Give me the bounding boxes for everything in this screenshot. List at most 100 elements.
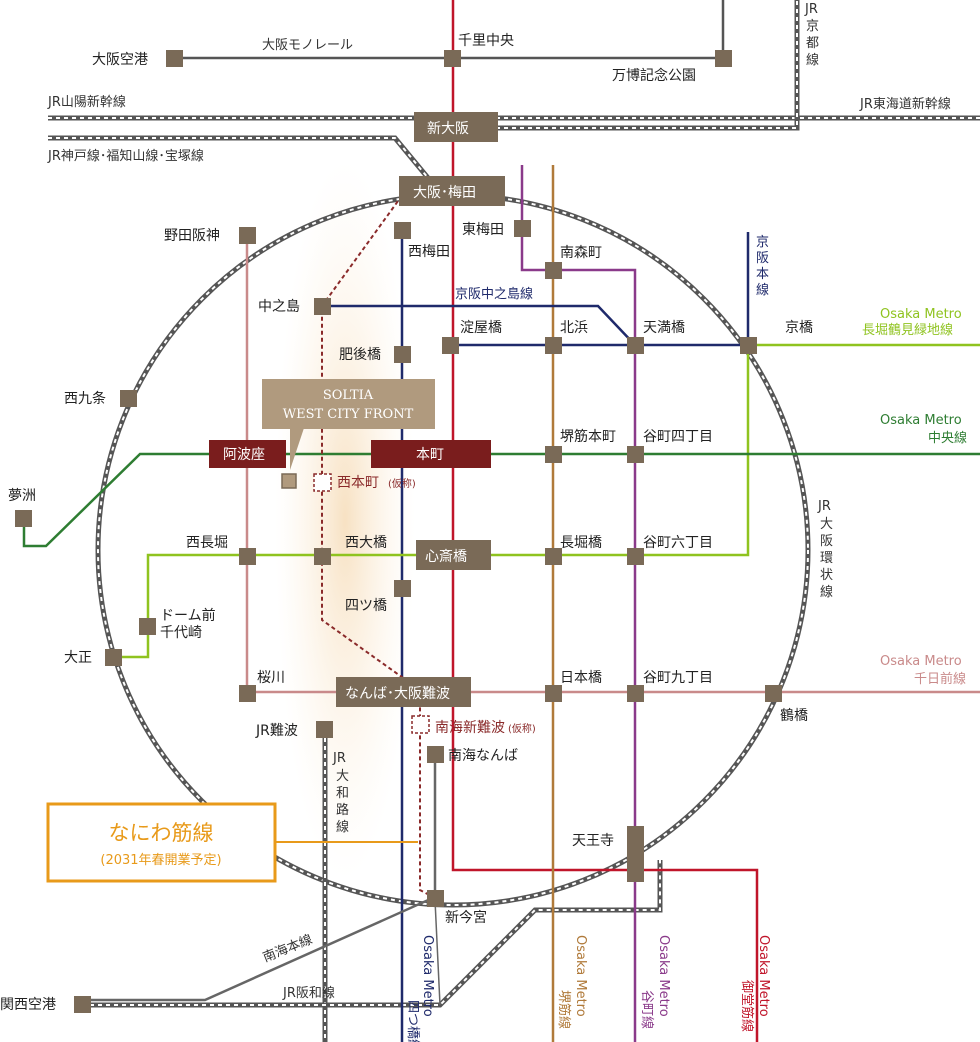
station-marker-yodoyabashi (442, 337, 459, 354)
station-marker-kitahama (545, 337, 562, 354)
label-nankai-main: 南海本線 (261, 931, 315, 965)
station-marker-yumeshima (15, 510, 32, 527)
station-marker-tsuruhashi (765, 685, 782, 702)
label-tanimachi-4: 谷町四丁目 (643, 429, 713, 445)
label-dome-mae: ドーム前 (160, 607, 216, 624)
station-box-awaza (209, 440, 286, 468)
station-markers (15, 50, 782, 1013)
label-nagahori-name: 長堀鶴見緑地線 (862, 322, 953, 338)
svg-text:御堂筋線: 御堂筋線 (739, 980, 755, 1032)
label-honmachi: 本町 (416, 447, 444, 463)
label-nankai-shin-namba-note: (仮称) (508, 722, 536, 735)
station-box-shin-osaka (414, 112, 498, 142)
label-nankai-namba: 南海なんば (448, 748, 518, 764)
label-sennichimae-name: 千日前線 (914, 671, 966, 687)
label-nagahori-company: Osaka Metro (880, 307, 962, 322)
station-marker-osaka-airport (166, 50, 183, 67)
label-minami-morimachi: 南森町 (560, 245, 602, 261)
label-chuo-company: Osaka Metro (880, 413, 962, 428)
label-nishi-honmachi: 西本町 (337, 475, 379, 491)
tanimachi-line (520, 165, 637, 1042)
label-keihan-main-4: 線 (756, 282, 769, 298)
label-higobashi: 肥後橋 (339, 347, 381, 363)
label-kitahama: 北浜 (560, 320, 588, 336)
metro-lines (22, 0, 980, 1042)
label-sakaisuji-honmachi: 堺筋本町 (560, 428, 616, 445)
station-marker-kyobashi (740, 337, 757, 354)
label-jr-loop-4: 環 (820, 551, 833, 566)
station-marker-senri-chuo (444, 50, 461, 67)
station-marker-nishi-honmachi (313, 473, 332, 492)
label-dome-chiyozaki: 千代崎 (160, 625, 202, 641)
station-marker-higobashi (394, 346, 411, 363)
station-marker-kansai-airport (74, 996, 91, 1013)
label-taisho: 大正 (64, 650, 92, 666)
label-jr-sanyo-shinkansen: JR山陽新幹線 (47, 94, 126, 110)
label-yodoyabashi: 淀屋橋 (460, 320, 502, 336)
label-sakaisuji-line: Osaka Metro 堺筋線 (556, 935, 588, 1029)
label-kyobashi: 京橋 (785, 320, 813, 336)
label-nagahoribashi: 長堀橋 (560, 535, 602, 551)
naniwa-callout: なにわ筋線 (2031年春開業予定) (46, 802, 277, 883)
nagahori-line (113, 343, 980, 659)
label-jr-kyoto-3: 都 (806, 36, 819, 51)
label-jr-kyoto-2: 京 (806, 19, 819, 34)
label-jr-loop-6: 線 (820, 584, 833, 600)
station-marker-tenmabashi (627, 337, 644, 354)
label-tennoji: 天王寺 (572, 833, 614, 849)
label-monorail: 大阪モノレール (262, 38, 353, 53)
label-noda-hanshin: 野田阪神 (164, 228, 220, 244)
label-nipponbashi: 日本橋 (560, 670, 602, 686)
station-marker-nishi-umeda (394, 222, 411, 239)
label-jr-yamatoji-1: JR (332, 751, 346, 766)
label-jr-tokaido-shinkansen: JR東海道新幹線 (859, 96, 951, 112)
label-jr-yamatoji-2: 大 (336, 769, 349, 784)
station-marker-expo-park (715, 50, 732, 67)
station-marker-noda-hanshin (239, 227, 256, 244)
station-marker-nipponbashi (545, 685, 562, 702)
naniwa-title: なにわ筋線 (109, 821, 214, 845)
station-marker-shin-imamiya (427, 890, 444, 907)
svg-text:堺筋線: 堺筋線 (556, 990, 572, 1029)
label-jr-loop-5: 状 (820, 568, 833, 583)
label-midosuji-line: Osaka Metro 御堂筋線 (739, 935, 771, 1032)
label-shin-imamiya: 新今宮 (445, 910, 487, 926)
station-marker-yotsubashi (394, 580, 411, 597)
station-marker-tennoji (627, 826, 644, 882)
station-marker-higashi-umeda (514, 220, 531, 237)
label-jr-yamatoji-5: 線 (336, 819, 349, 835)
property-callout (262, 379, 435, 429)
label-jr-loop-3: 阪 (820, 534, 833, 549)
label-jr-kyoto-4: 線 (806, 52, 819, 68)
label-tanimachi-9: 谷町九丁目 (643, 670, 713, 686)
label-osaka-umeda: 大阪･梅田 (413, 185, 476, 201)
jr-kobe-line (48, 135, 440, 192)
label-jr-kobe: JR神戸線･福知山線･宝塚線 (47, 148, 204, 164)
jr-kyoto-line (440, 0, 800, 131)
monorail-line (175, 0, 725, 60)
property-marker (281, 473, 297, 489)
station-marker-dome-mae (139, 618, 156, 635)
label-sakuragawa: 桜川 (257, 670, 285, 686)
label-tanimachi-6: 谷町六丁目 (643, 535, 713, 551)
label-jr-loop-2: 大 (820, 517, 833, 532)
label-jr-loop-1: JR (817, 499, 831, 514)
label-keihan-nakanoshima: 京阪中之島線 (455, 286, 533, 302)
keihan-nakanoshima-line (322, 304, 636, 346)
station-marker-minami-morimachi (545, 262, 562, 279)
station-marker-jr-namba (316, 721, 333, 738)
label-nishikujo: 西九条 (64, 390, 106, 407)
label-shin-osaka: 新大阪 (427, 121, 469, 137)
label-tsuruhashi: 鶴橋 (780, 707, 808, 724)
station-marker-nishiohashi (314, 548, 331, 565)
naniwa-subtitle: (2031年春開業予定) (100, 852, 221, 868)
label-higashi-umeda: 東梅田 (462, 222, 504, 238)
label-keihan-main-2: 阪 (756, 251, 769, 266)
label-yotsubashi-line: Osaka Metro 四つ橋線 (405, 935, 435, 1042)
property-name-line2: WEST CITY FRONT (283, 407, 414, 422)
station-marker-sakuragawa (239, 685, 256, 702)
station-box-namba (336, 677, 471, 707)
label-jr-kyoto-1: JR (804, 2, 818, 17)
label-sennichimae-company: Osaka Metro (880, 654, 962, 669)
